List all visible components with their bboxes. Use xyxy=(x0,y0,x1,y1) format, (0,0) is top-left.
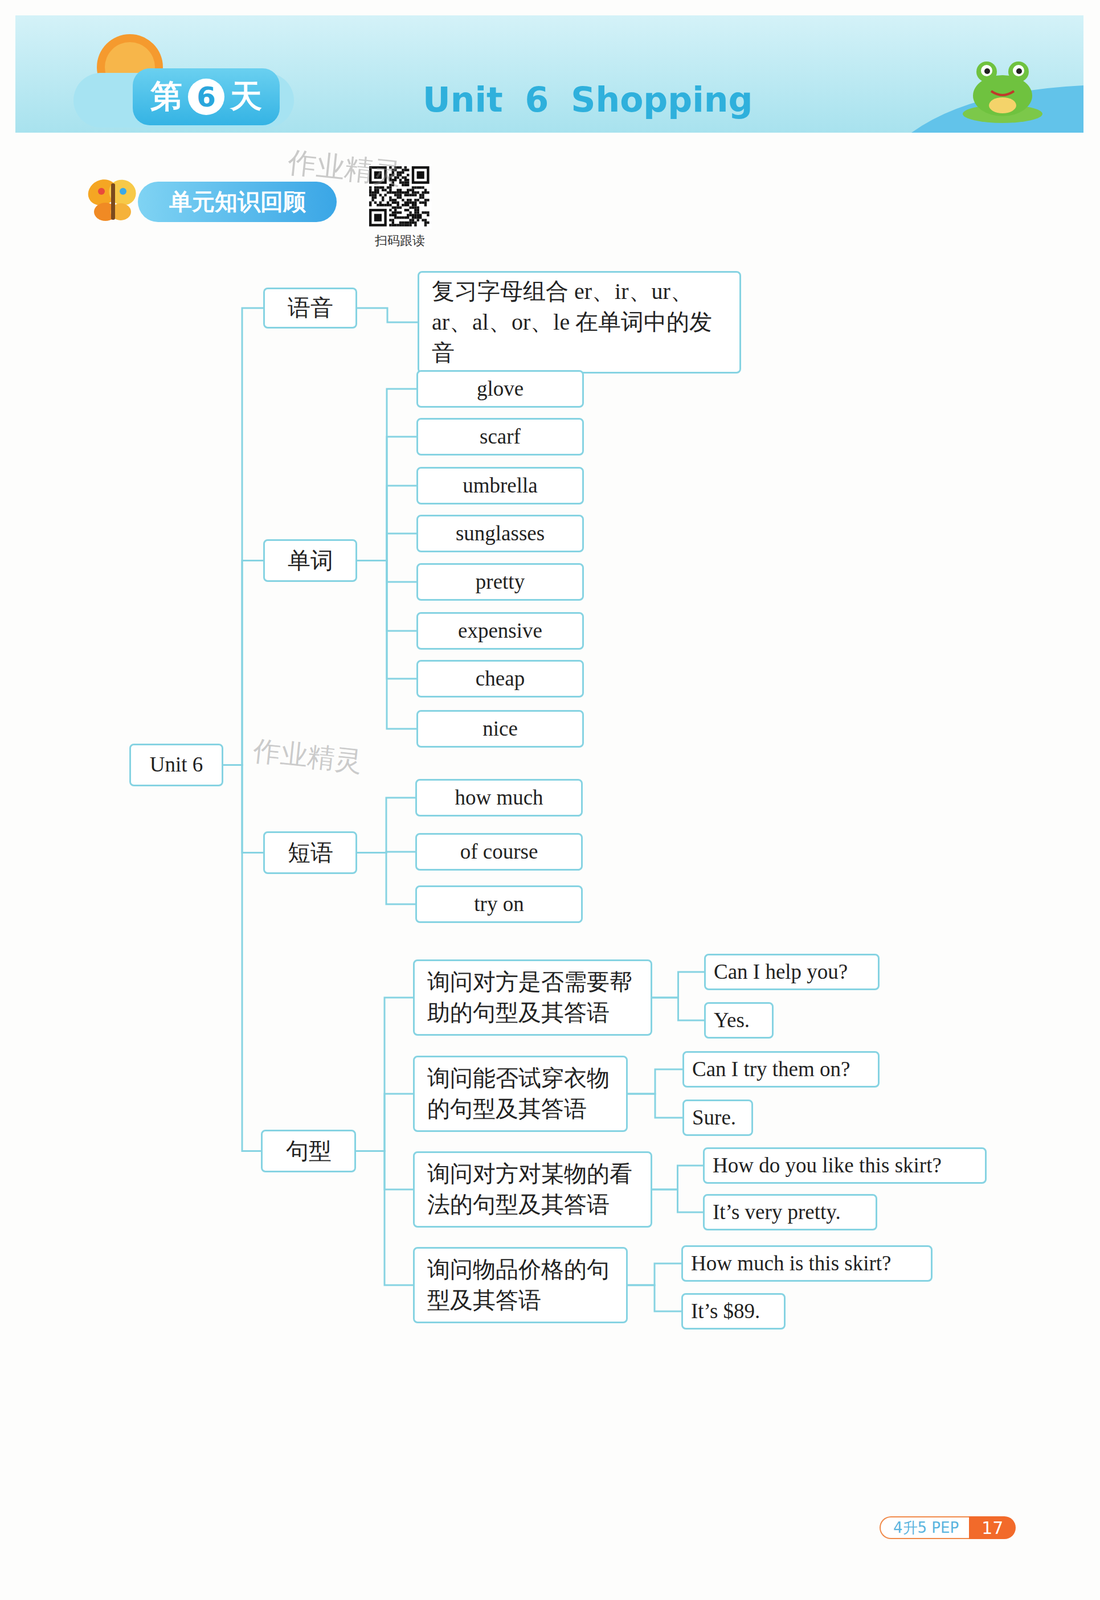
tree-connector xyxy=(357,389,417,562)
tree-connector xyxy=(223,308,264,766)
node-text: try on xyxy=(473,892,524,918)
tree-connector xyxy=(357,308,418,323)
node-text: It’s very pretty. xyxy=(712,1200,841,1226)
node-text: pretty xyxy=(475,569,525,595)
root-box: Unit 6 xyxy=(129,743,224,787)
word-box: expensive xyxy=(416,612,584,650)
tree-connector xyxy=(357,485,417,562)
node-text: 询问对方对某物的看法的句型及其答语 xyxy=(427,1159,639,1221)
node-text: 句型 xyxy=(285,1136,332,1168)
tree-connector xyxy=(627,1264,682,1286)
node-text: umbrella xyxy=(462,473,538,499)
tree-connector xyxy=(357,436,417,562)
word-box: of course xyxy=(415,833,583,871)
node-text: of course xyxy=(460,839,539,865)
category-box: 句型 xyxy=(260,1130,357,1173)
node-text: Can I try them on? xyxy=(692,1057,850,1083)
node-text: how much xyxy=(454,785,543,811)
note-box: 复习字母组合 er、ir、ur、ar、al、or、le 在单词中的发音 xyxy=(417,271,742,374)
tree-connector xyxy=(627,1285,682,1312)
tree-connector xyxy=(357,853,416,906)
node-text: How much is this skirt? xyxy=(690,1251,891,1277)
node-text: expensive xyxy=(458,618,543,644)
tree-connector xyxy=(652,1190,703,1213)
tree-connector xyxy=(652,972,705,999)
tree-connector xyxy=(223,765,264,854)
grade-label: 4升5 PEP xyxy=(879,1516,969,1540)
word-box: nice xyxy=(416,710,584,748)
node-text: 短语 xyxy=(287,837,334,869)
node-text: Sure. xyxy=(692,1105,736,1131)
word-box: sunglasses xyxy=(416,514,584,553)
day-badge: 第 6 天 xyxy=(132,68,280,126)
node-text: 询问物品价格的句型及其答语 xyxy=(427,1254,614,1317)
word-box: umbrella xyxy=(416,467,584,505)
tree-connector xyxy=(652,998,705,1021)
tree-connector xyxy=(652,1166,703,1191)
question-box: 询问对方是否需要帮助的句型及其答语 xyxy=(412,959,653,1037)
word-box: pretty xyxy=(416,563,584,601)
page-footer: 4升5 PEP 17 xyxy=(879,1516,1016,1540)
node-text: 复习字母组合 er、ir、ur、ar、al、or、le 在单词中的发音 xyxy=(431,276,727,369)
tree-connector xyxy=(356,998,413,1152)
category-box: 单词 xyxy=(263,539,358,583)
node-text: 询问能否试穿衣物的句型及其答语 xyxy=(427,1063,614,1126)
tree-connector xyxy=(223,765,261,1152)
word-box: try on xyxy=(415,885,583,924)
node-text: Can I help you? xyxy=(713,959,848,985)
answer-box: Sure. xyxy=(682,1100,754,1137)
page-number: 17 xyxy=(968,1516,1016,1540)
node-text: How do you like this skirt? xyxy=(712,1153,942,1179)
node-text: 询问对方是否需要帮助的句型及其答语 xyxy=(427,967,639,1029)
answer-box: How do you like this skirt? xyxy=(702,1147,987,1185)
answer-box: Can I try them on? xyxy=(682,1051,880,1089)
word-box: cheap xyxy=(416,660,584,698)
tree-connector xyxy=(356,1151,413,1287)
node-text: glove xyxy=(476,376,524,402)
tree-connector xyxy=(357,798,416,854)
tree-connector xyxy=(357,561,417,730)
node-text: It’s $89. xyxy=(690,1299,760,1325)
category-box: 语音 xyxy=(263,287,358,329)
section-title: 单元知识回顾 xyxy=(169,186,306,218)
day-number: 6 xyxy=(187,78,225,116)
frog xyxy=(962,61,1043,124)
answer-box: It’s $89. xyxy=(681,1293,786,1331)
butterfly xyxy=(83,174,141,222)
node-text: sunglasses xyxy=(455,521,545,547)
word-box: glove xyxy=(416,370,584,408)
word-box: scarf xyxy=(416,418,584,456)
tree-connector xyxy=(627,1069,683,1095)
watermark: 作业精灵 xyxy=(251,732,365,781)
question-box: 询问物品价格的句型及其答语 xyxy=(412,1247,628,1324)
word-box: how much xyxy=(415,779,583,817)
node-text: scarf xyxy=(479,424,521,450)
answer-box: Can I help you? xyxy=(704,954,880,991)
qr-caption: 扫码跟读 xyxy=(369,232,431,250)
node-text: nice xyxy=(482,716,518,742)
node-text: Unit 6 xyxy=(149,752,204,778)
tree-connector xyxy=(356,1094,413,1152)
tree-connector xyxy=(357,533,417,562)
answer-box: How much is this skirt? xyxy=(681,1245,933,1283)
node-text: cheap xyxy=(475,666,525,692)
answer-box: It’s very pretty. xyxy=(702,1194,878,1232)
unit-title: Unit 6 Shopping xyxy=(422,79,754,120)
category-box: 短语 xyxy=(263,831,358,875)
node-text: Yes. xyxy=(713,1008,750,1034)
day-label: 第 xyxy=(150,75,183,119)
answer-box: Yes. xyxy=(704,1002,774,1040)
question-box: 询问能否试穿衣物的句型及其答语 xyxy=(412,1056,628,1133)
node-text: 语音 xyxy=(287,292,334,324)
node-text: 单词 xyxy=(287,545,334,577)
day-label: 天 xyxy=(230,75,263,119)
section-badge: 单元知识回顾 xyxy=(137,181,337,223)
tree-connector xyxy=(627,1094,683,1119)
question-box: 询问对方对某物的看法的句型及其答语 xyxy=(412,1151,653,1229)
